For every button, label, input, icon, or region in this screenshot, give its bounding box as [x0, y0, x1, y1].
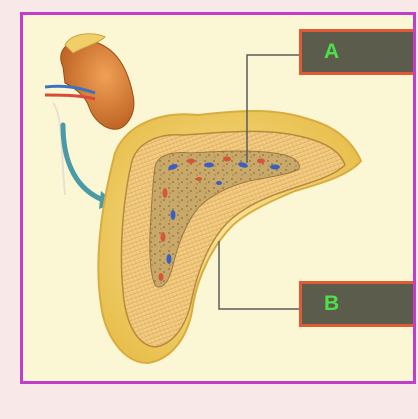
label-b-text: B — [324, 292, 339, 316]
label-a-box: A — [299, 29, 416, 75]
label-a-text: A — [324, 40, 339, 64]
diagram-frame: A B — [20, 12, 416, 384]
label-b-box: B — [299, 281, 416, 327]
